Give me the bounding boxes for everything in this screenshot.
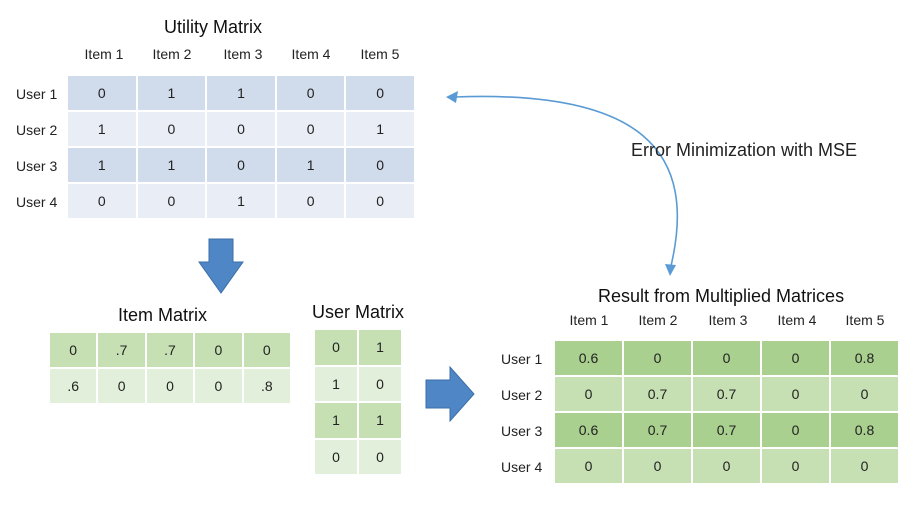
matrix-cell: 0	[195, 333, 242, 367]
row-label: User 1	[501, 351, 543, 367]
matrix-cell: 0	[624, 341, 691, 375]
matrix-cell: 0	[359, 439, 401, 474]
matrix-cell: 1	[315, 366, 357, 401]
matrix-cell: 0	[195, 369, 242, 403]
utility-matrix-title: Utility Matrix	[164, 17, 262, 37]
matrix-cell: 0	[146, 369, 194, 403]
matrix-cell: 1	[359, 403, 401, 438]
matrix-cell: 0	[555, 449, 622, 483]
row-label: User 3	[16, 158, 58, 174]
matrix-cell: 0	[50, 333, 97, 367]
matrix-cell: 0	[315, 330, 357, 365]
matrix-cell: 0	[346, 184, 414, 218]
matrix-cell: 1	[276, 148, 345, 182]
matrix-cell: 1	[346, 112, 414, 146]
matrix-cell: 0.7	[624, 413, 691, 447]
right-arrow-icon	[425, 366, 475, 422]
matrix-cell: 0.7	[624, 377, 691, 411]
column-header: Item 2	[638, 312, 678, 328]
row-label: User 2	[501, 387, 543, 403]
matrix-cell: 0	[346, 76, 414, 110]
matrix-cell: .6	[50, 369, 97, 403]
matrix-cell: 0	[207, 112, 275, 146]
matrix-cell: 0	[359, 366, 401, 401]
matrix-cell: 0	[555, 377, 622, 411]
matrix-cell: 0	[68, 184, 136, 218]
matrix-cell: 0.6	[555, 341, 622, 375]
matrix-cell: 0	[276, 112, 345, 146]
matrix-cell: 0	[276, 76, 345, 110]
matrix-cell: 0	[831, 377, 898, 411]
matrix-cell: 1	[137, 76, 206, 110]
matrix-cell: 0	[207, 148, 275, 182]
matrix-cell: 1	[207, 184, 275, 218]
row-label: User 1	[16, 86, 58, 102]
matrix-cell: 1	[207, 76, 275, 110]
column-header: Item 4	[291, 46, 331, 62]
matrix-cell: 1	[68, 148, 136, 182]
matrix-cell: 0	[624, 449, 691, 483]
matrix-cell: 0	[243, 333, 290, 367]
column-header: Item 1	[84, 46, 124, 62]
matrix-cell: 0	[762, 341, 829, 375]
matrix-cell: 0	[762, 413, 829, 447]
user-matrix-title: User Matrix	[312, 302, 405, 322]
matrix-cell: 0	[137, 112, 206, 146]
matrix-cell: 1	[137, 148, 206, 182]
matrix-cell: 0	[137, 184, 206, 218]
matrix-cell: 0	[831, 449, 898, 483]
matrix-cell: 0	[762, 377, 829, 411]
matrix-cell: 0.8	[831, 341, 898, 375]
row-label: User 2	[16, 122, 58, 138]
column-header: Item 1	[569, 312, 609, 328]
matrix-cell: 0	[276, 184, 345, 218]
matrix-cell: 0.7	[693, 413, 760, 447]
matrix-cell: 0	[346, 148, 414, 182]
matrix-cell: 0	[98, 369, 145, 403]
matrix-cell: .8	[243, 369, 290, 403]
down-arrow-icon	[198, 238, 244, 294]
matrix-cell: 0	[315, 439, 357, 474]
column-header: Item 3	[708, 312, 748, 328]
matrix-cell: 0	[68, 76, 136, 110]
row-label: User 4	[501, 459, 543, 475]
matrix-cell: 1	[359, 330, 401, 365]
error-minimization-label: Error Minimization with MSE	[631, 140, 858, 160]
row-label: User 3	[501, 423, 543, 439]
result-matrix-title: Result from Multiplied Matrices	[598, 286, 845, 306]
column-header: Item 3	[223, 46, 263, 62]
matrix-cell: 0	[762, 449, 829, 483]
matrix-cell: .7	[146, 333, 194, 367]
matrix-cell: 1	[68, 112, 136, 146]
column-header: Item 4	[777, 312, 817, 328]
row-label: User 4	[16, 194, 58, 210]
matrix-cell: .7	[98, 333, 145, 367]
matrix-cell: 0.6	[555, 413, 622, 447]
matrix-cell: 0.8	[831, 413, 898, 447]
column-header: Item 2	[152, 46, 192, 62]
column-header: Item 5	[360, 46, 400, 62]
matrix-cell: 1	[315, 403, 357, 438]
item-matrix-title: Item Matrix	[118, 305, 208, 325]
matrix-cell: 0	[693, 449, 760, 483]
matrix-cell: 0	[693, 341, 760, 375]
matrix-cell: 0.7	[693, 377, 760, 411]
column-header: Item 5	[845, 312, 885, 328]
